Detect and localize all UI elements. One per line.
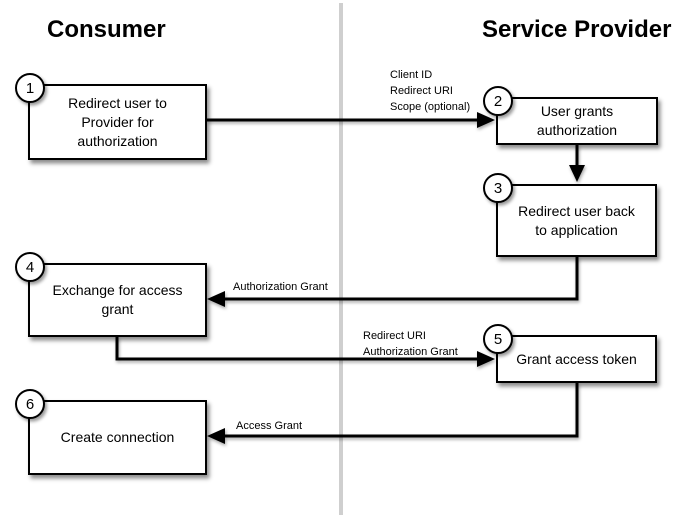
column-divider xyxy=(339,3,343,515)
arrow-label-client-id-redirect-uri-scope: Client ID Redirect URI Scope (optional) xyxy=(390,69,471,113)
column-header-service-provider: Service Provider xyxy=(482,16,672,43)
step-label: Grant access token xyxy=(516,350,637,367)
step-number-badge: 3 xyxy=(483,173,513,203)
step-box-6-create-connection: 6 Create connection xyxy=(15,389,207,475)
step-label: Exchange for access grant xyxy=(52,282,183,317)
arrow-label-redirect-uri-authorization-grant: Redirect URI Authorization Grant xyxy=(363,330,458,358)
step-box-5-grant-access-token: 5 Grant access token xyxy=(483,324,657,383)
arrow-step4-to-step5 xyxy=(115,337,495,367)
step-number-badge: 5 xyxy=(483,324,513,354)
arrow-label-authorization-grant: Authorization Grant xyxy=(233,281,328,293)
step-label: Create connection xyxy=(60,429,175,445)
arrow-step5-to-step6 xyxy=(207,383,579,444)
arrow-step1-to-step2 xyxy=(207,112,495,128)
step-label: Redirect user to Provider for authorizat… xyxy=(68,94,167,149)
step-number-badge: 6 xyxy=(15,389,45,419)
step-box-1-redirect-user-to-provider: 1 Redirect user to Provider for authoriz… xyxy=(15,73,207,160)
step-label: Redirect user back to application xyxy=(518,202,635,238)
arrow-label-access-grant: Access Grant xyxy=(236,420,303,432)
column-header-consumer: Consumer xyxy=(47,16,166,43)
step-box-3-redirect-user-back: 3 Redirect user back to application xyxy=(483,173,657,257)
step-number-badge: 4 xyxy=(15,252,45,282)
step-number-badge: 1 xyxy=(15,73,45,103)
arrow-step2-to-step3 xyxy=(569,145,585,182)
step-box-2-user-grants-authorization: 2 User grants authorization xyxy=(483,86,658,145)
step-number-badge: 2 xyxy=(483,86,513,116)
arrow-step3-to-step4 xyxy=(207,257,579,307)
step-box-4-exchange-for-access-grant: 4 Exchange for access grant xyxy=(15,252,207,337)
step-label: User grants authorization xyxy=(536,103,618,138)
